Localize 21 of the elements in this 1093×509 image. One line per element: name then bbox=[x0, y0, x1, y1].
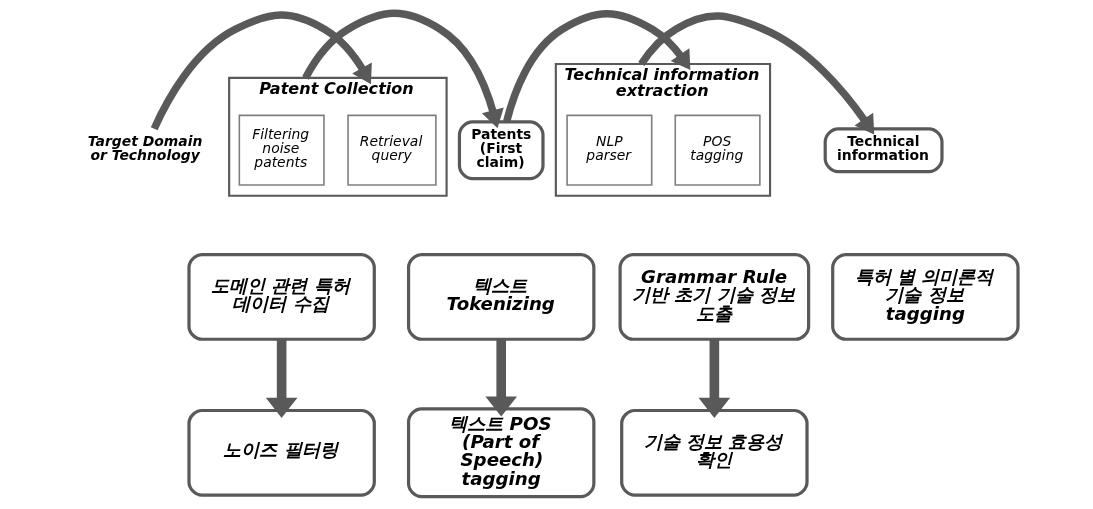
arrow bbox=[698, 339, 730, 418]
node-box: POS tagging bbox=[673, 114, 761, 186]
node-box: 텍스트 Tokenizing bbox=[406, 252, 595, 341]
node-box: Patents (First claim) bbox=[457, 119, 545, 180]
arrow bbox=[301, 9, 504, 128]
node-box: Filtering noise patents bbox=[238, 114, 325, 186]
node-box: Retrieval query bbox=[346, 114, 437, 186]
node-text: Target Domain or Technology bbox=[87, 132, 202, 163]
arrow bbox=[484, 339, 517, 417]
node-box: NLP parser bbox=[565, 114, 652, 186]
node-box: 특허 별 의미론적 기술 정보 tagging bbox=[830, 252, 1020, 341]
arrow bbox=[502, 9, 690, 122]
node-box: 도메인 관련 특허 데이터 수집 bbox=[186, 252, 376, 341]
node-box: Technical information bbox=[823, 126, 944, 173]
node-box: 기술 정보 효용성 확인 bbox=[619, 408, 809, 497]
node-box: 텍스트 POS (Part of Speech) tagging bbox=[406, 406, 595, 498]
node-box: Grammar Rule 기반 초기 기술 정보 도출 bbox=[618, 252, 810, 341]
arrow bbox=[637, 11, 874, 134]
node-box: 노이즈 필터링 bbox=[186, 408, 376, 497]
arrow bbox=[265, 339, 297, 418]
arrow bbox=[150, 10, 372, 130]
